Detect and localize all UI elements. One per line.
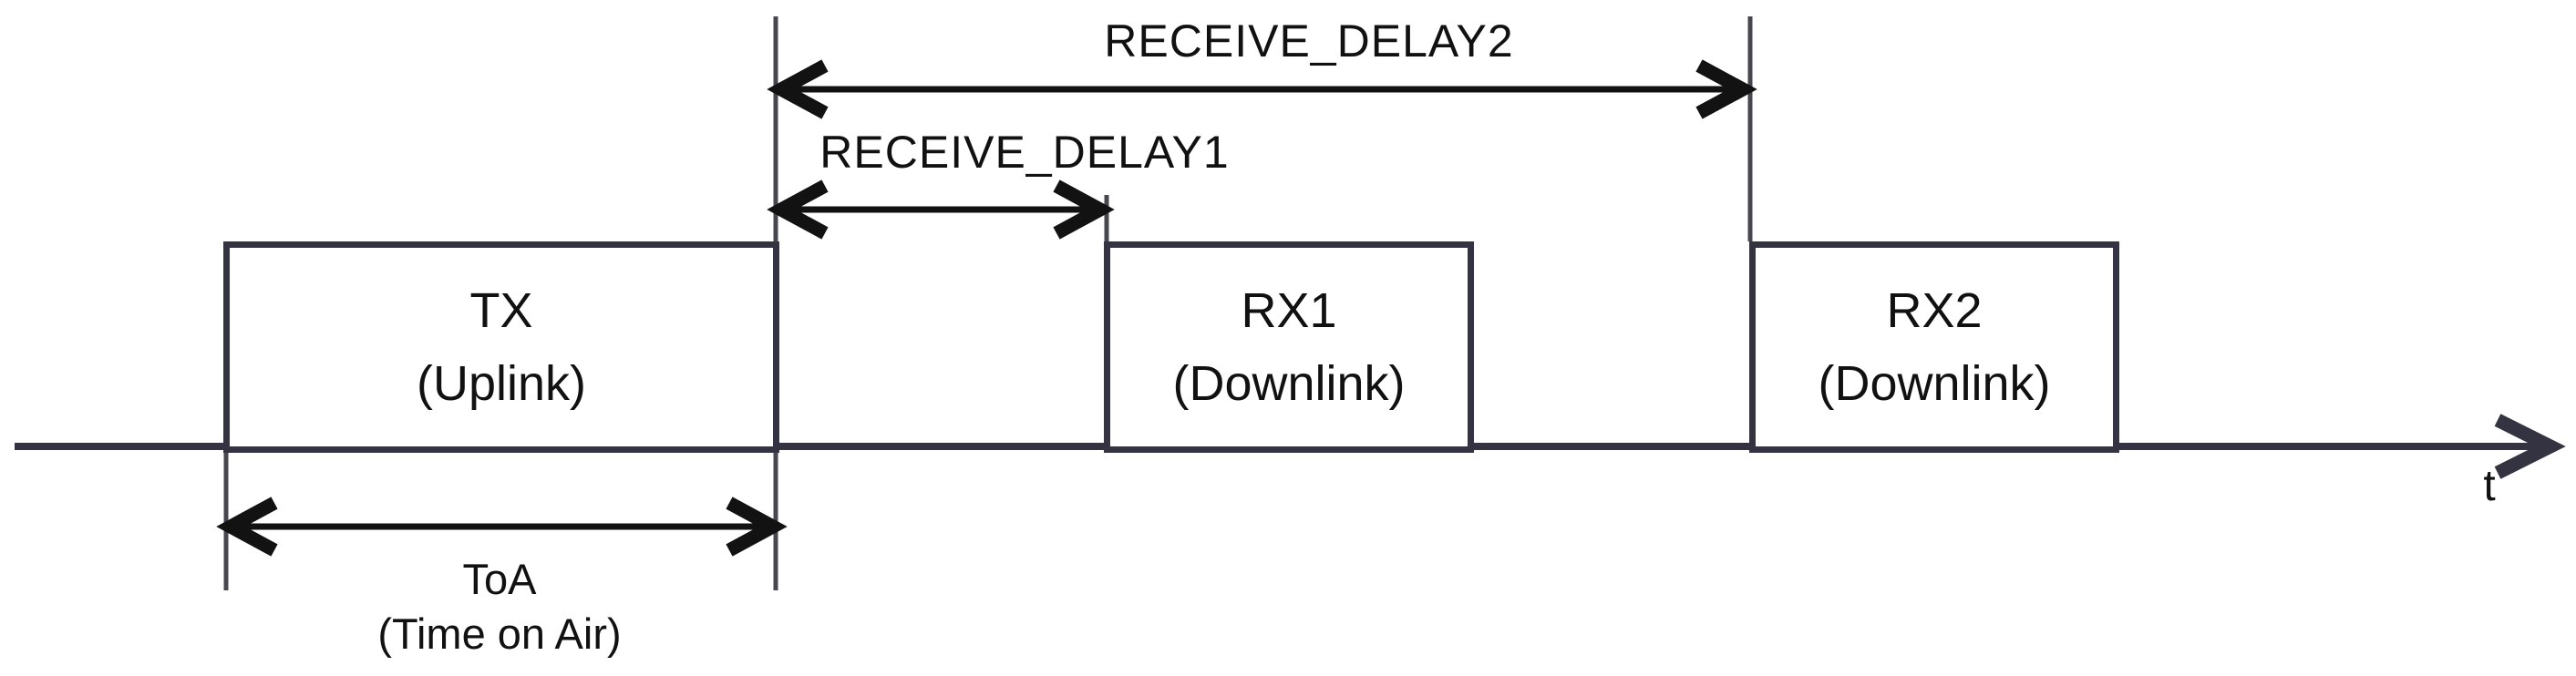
rx1-box-title: RX1 (1241, 283, 1337, 338)
rx2-box-subtitle: (Downlink) (1818, 356, 2051, 411)
toa-label: ToA (Time on Air) (272, 552, 727, 661)
time-axis-arrowhead-icon (2494, 414, 2566, 479)
toa-label-main: ToA (462, 555, 537, 603)
rx2-downlink-box: RX2 (Downlink) (1749, 241, 2119, 453)
tx-uplink-box: TX (Uplink) (223, 241, 779, 453)
receive-delay2-label: RECEIVE_DELAY2 (1104, 15, 1514, 67)
tx-box-subtitle: (Uplink) (416, 356, 587, 411)
rx1-downlink-box: RX1 (Downlink) (1104, 241, 1474, 453)
rx1-box-subtitle: (Downlink) (1172, 356, 1406, 411)
receive-delay1-label: RECEIVE_DELAY1 (819, 127, 1230, 178)
tx-box-title: TX (469, 283, 533, 338)
toa-label-sub: (Time on Air) (377, 609, 622, 658)
toa-arrow (216, 497, 788, 557)
rx2-box-title: RX2 (1886, 283, 1983, 338)
receive-delay1-arrow (767, 179, 1115, 240)
receive-delay2-arrow (767, 59, 1757, 119)
time-axis-label: t (2483, 462, 2496, 510)
